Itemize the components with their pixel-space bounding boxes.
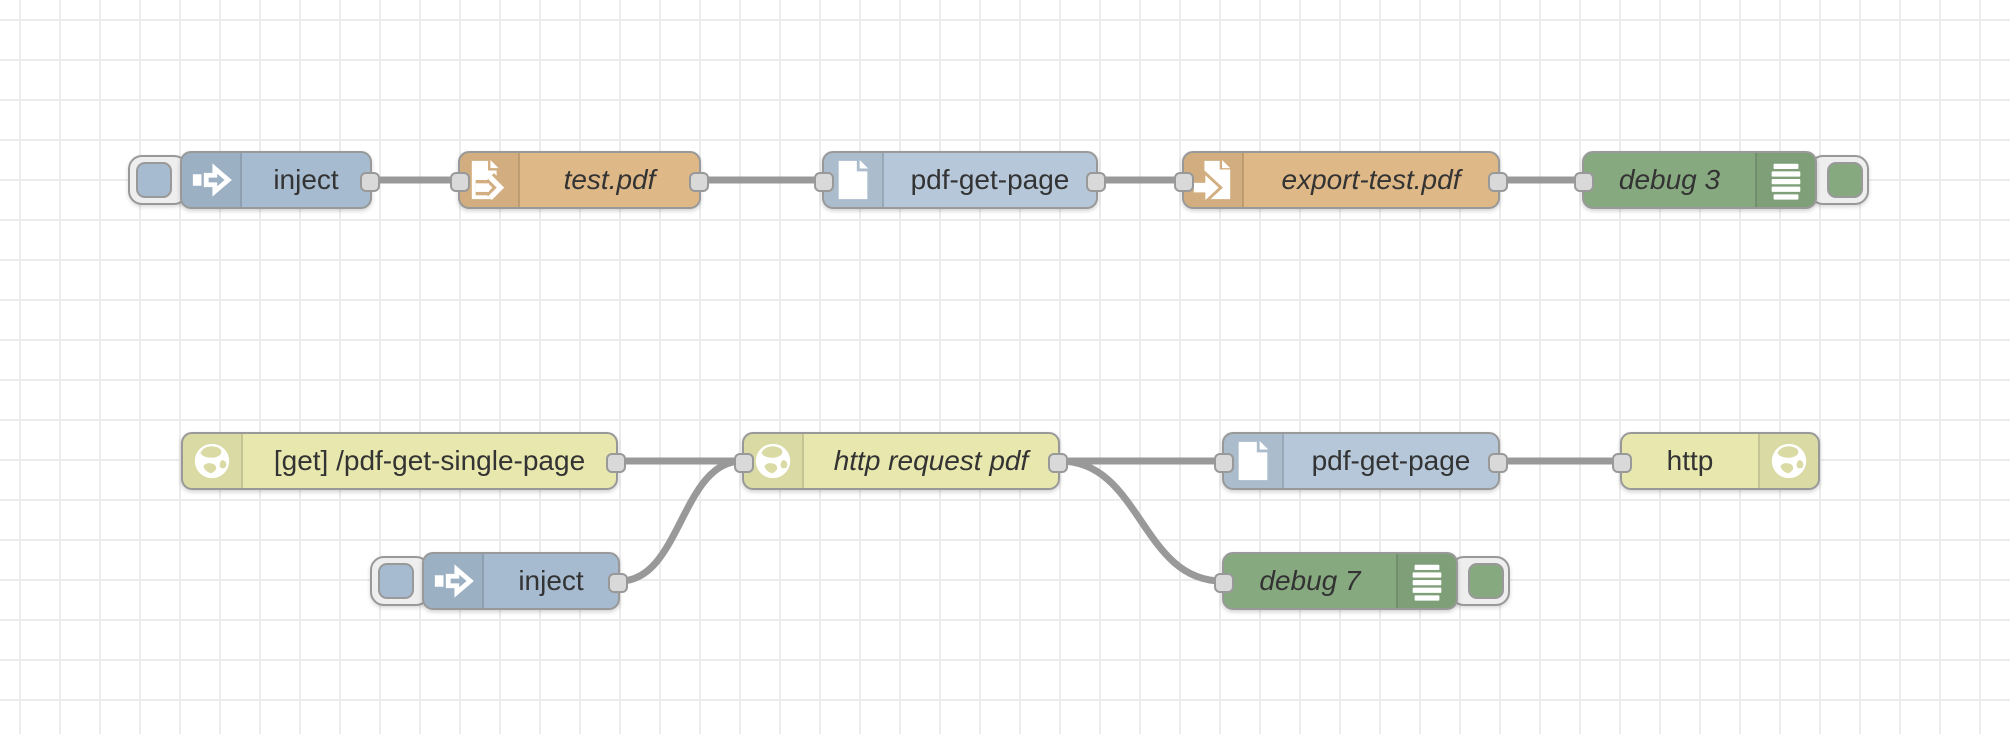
output-port[interactable] (1488, 172, 1508, 192)
button-inner (136, 162, 172, 198)
node-label: http request pdf (833, 445, 1029, 476)
node-http-response[interactable]: http (1612, 432, 1820, 490)
output-port[interactable] (1488, 453, 1508, 473)
node-label: http (1666, 445, 1714, 476)
node-inject1[interactable]: inject (180, 151, 380, 209)
icon-region (1755, 153, 1815, 207)
node-http-in[interactable]: [get] /pdf-get-single-page (181, 432, 626, 490)
wire-inject2-to-http-request[interactable] (616, 457, 746, 585)
node-http-request[interactable]: http request pdf (734, 432, 1068, 490)
node-debug-7[interactable]: debug 7 (1214, 552, 1458, 610)
debug-list-icon (1771, 163, 1801, 200)
node-label: debug 3 (1618, 164, 1721, 195)
node-label: debug 7 (1259, 565, 1361, 596)
input-port[interactable] (814, 172, 834, 192)
button-inner (1827, 162, 1863, 198)
icon-region (1184, 153, 1244, 207)
file-icon (1238, 440, 1269, 481)
node-label: inject (273, 164, 339, 195)
globe-icon (194, 443, 230, 479)
node-label: pdf-get-page (1311, 445, 1471, 476)
input-port[interactable] (1214, 453, 1234, 473)
node-label: test.pdf (563, 164, 656, 195)
button-inner (378, 563, 414, 599)
node-label: [get] /pdf-get-single-page (273, 445, 586, 476)
icon-region (1224, 434, 1284, 488)
output-port[interactable] (1048, 453, 1068, 473)
icon-region (460, 153, 520, 207)
inject-arrow-icon (192, 163, 232, 197)
icon-region (183, 434, 243, 488)
output-port[interactable] (689, 172, 709, 192)
node-label: pdf-get-page (910, 164, 1070, 195)
file-import-icon (471, 159, 509, 201)
output-port[interactable] (360, 172, 380, 192)
output-port[interactable] (1086, 172, 1106, 192)
node-file-read[interactable]: test.pdf (450, 151, 709, 209)
icon-region (1396, 554, 1456, 608)
debug-list-icon (1412, 564, 1442, 601)
node-pdf-get-2[interactable]: pdf-get-page (1214, 432, 1508, 490)
input-port[interactable] (450, 172, 470, 192)
input-port[interactable] (1214, 573, 1234, 593)
icon-region (824, 153, 884, 207)
node-label: export-test.pdf (1281, 164, 1461, 195)
output-port[interactable] (606, 453, 626, 473)
wire-http-request-to-debug-7[interactable] (1056, 457, 1226, 585)
icon-region (424, 554, 484, 608)
input-port[interactable] (1574, 172, 1594, 192)
node-pdf-get-1[interactable]: pdf-get-page (814, 151, 1106, 209)
node-label: inject (518, 565, 584, 596)
file-icon (838, 159, 869, 200)
node-debug-3[interactable]: debug 3 (1574, 151, 1817, 209)
icon-region (182, 153, 242, 207)
node-inject2[interactable]: inject (422, 552, 628, 610)
input-port[interactable] (1174, 172, 1194, 192)
button-inner (1468, 563, 1504, 599)
globe-icon (1771, 443, 1807, 479)
globe-icon (755, 443, 791, 479)
input-port[interactable] (1612, 453, 1632, 473)
icon-region (744, 434, 804, 488)
output-port[interactable] (608, 573, 628, 593)
file-export-icon (1192, 159, 1231, 201)
input-port[interactable] (734, 453, 754, 473)
icon-region (1758, 434, 1818, 488)
inject-arrow-icon (434, 564, 474, 598)
node-file-write[interactable]: export-test.pdf (1174, 151, 1508, 209)
